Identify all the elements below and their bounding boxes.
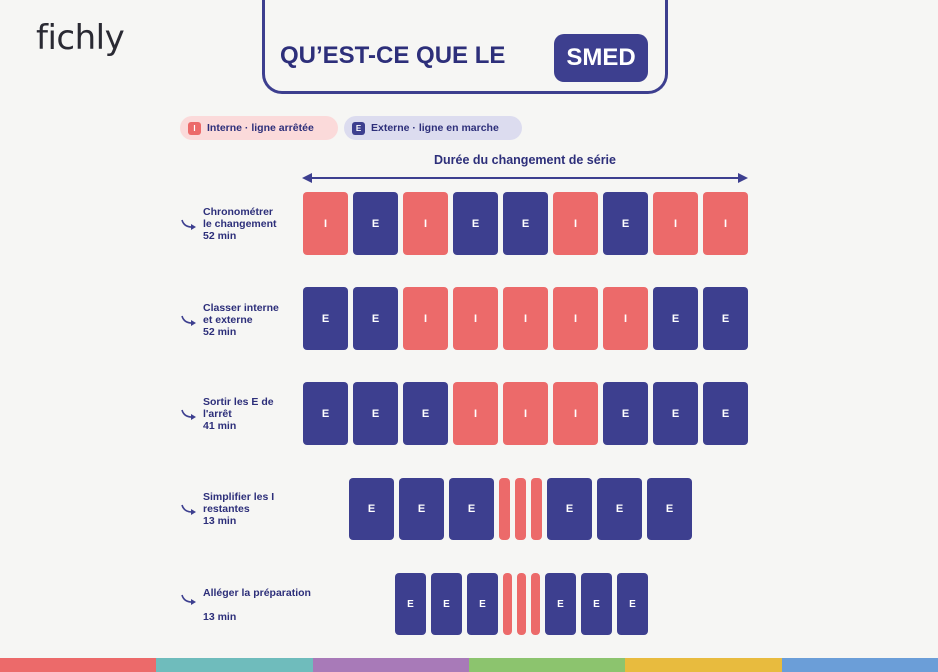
internal-block: I (503, 287, 548, 350)
internal-block (503, 573, 512, 635)
external-block: E (653, 287, 698, 350)
step-title-line1: Sortir les E de (203, 396, 274, 408)
footer-segment (625, 658, 782, 672)
legend-external-label: Externe · ligne en marche (371, 122, 499, 134)
external-block: E (547, 478, 592, 540)
external-block: E (349, 478, 394, 540)
step-label: Alléger la préparation 13 min (180, 587, 311, 627)
external-block: E (617, 573, 648, 635)
legend-external-badge: E (352, 121, 365, 135)
external-block: E (353, 287, 398, 350)
step-title-line2: et externe (203, 314, 253, 326)
internal-block: I (453, 287, 498, 350)
page-title: QU’EST-CE QUE LE (280, 42, 506, 69)
external-block: E (403, 382, 448, 445)
external-block: E (581, 573, 612, 635)
footer-segment (468, 658, 626, 672)
external-block: E (449, 478, 494, 540)
external-block: E (603, 192, 648, 255)
internal-block: I (403, 192, 448, 255)
step-duration: 52 min (203, 326, 237, 338)
external-block: E (545, 573, 576, 635)
title-frame (262, 0, 668, 94)
duration-axis-label: Durée du changement de série (433, 153, 616, 167)
legend-external: E Externe · ligne en marche (344, 116, 522, 140)
curved-arrow-icon (181, 219, 196, 230)
brand-logo: fichly (36, 18, 125, 58)
step-title-line1: Alléger la préparation (203, 587, 311, 599)
legend-internal-label: Interne · ligne arrêtée (207, 122, 314, 134)
external-block: E (653, 382, 698, 445)
external-block: E (647, 478, 692, 540)
step-title-line1: Classer interne (203, 302, 279, 314)
step-title-line2: restantes (203, 503, 250, 515)
internal-block: I (303, 192, 348, 255)
external-block: E (503, 192, 548, 255)
curved-arrow-icon (181, 315, 196, 326)
duration-axis-arrow-icon (302, 173, 748, 183)
step-duration: 13 min (203, 611, 237, 623)
internal-block: I (603, 287, 648, 350)
internal-block: I (553, 192, 598, 255)
external-block: E (353, 382, 398, 445)
legend-internal-badge: I (188, 121, 201, 135)
external-block: E (303, 382, 348, 445)
footer-color-bar (0, 658, 938, 672)
external-block: E (703, 382, 748, 445)
external-block: E (703, 287, 748, 350)
internal-block: I (403, 287, 448, 350)
internal-block (515, 478, 526, 540)
external-block: E (453, 192, 498, 255)
internal-block: I (703, 192, 748, 255)
footer-segment (312, 658, 469, 672)
curved-arrow-icon (181, 504, 196, 515)
internal-block: I (653, 192, 698, 255)
curved-arrow-icon (181, 594, 196, 605)
external-block: E (353, 192, 398, 255)
external-block: E (467, 573, 498, 635)
footer-segment (156, 658, 313, 672)
step-duration: 13 min (203, 515, 237, 527)
internal-block: I (503, 382, 548, 445)
internal-block (517, 573, 526, 635)
step-duration: 52 min (203, 230, 237, 242)
footer-segment (781, 658, 938, 672)
external-block: E (303, 287, 348, 350)
step-title-line1: Chronométrer (203, 206, 274, 218)
external-block: E (395, 573, 426, 635)
footer-segment (0, 658, 157, 672)
step-title-line1: Simplifier les I (203, 491, 275, 503)
step-duration: 41 min (203, 420, 237, 432)
external-block: E (431, 573, 462, 635)
external-block: E (597, 478, 642, 540)
internal-block (499, 478, 510, 540)
external-block: E (603, 382, 648, 445)
internal-block: I (553, 287, 598, 350)
internal-block: I (553, 382, 598, 445)
title-highlight: SMED (554, 34, 648, 82)
internal-block: I (453, 382, 498, 445)
internal-block (531, 478, 542, 540)
step-title-line2: l'arrêt (203, 408, 232, 420)
external-block: E (399, 478, 444, 540)
step-title-line2: le changement (203, 218, 277, 230)
curved-arrow-icon (181, 409, 196, 420)
internal-block (531, 573, 540, 635)
legend-internal: I Interne · ligne arrêtée (180, 116, 338, 140)
